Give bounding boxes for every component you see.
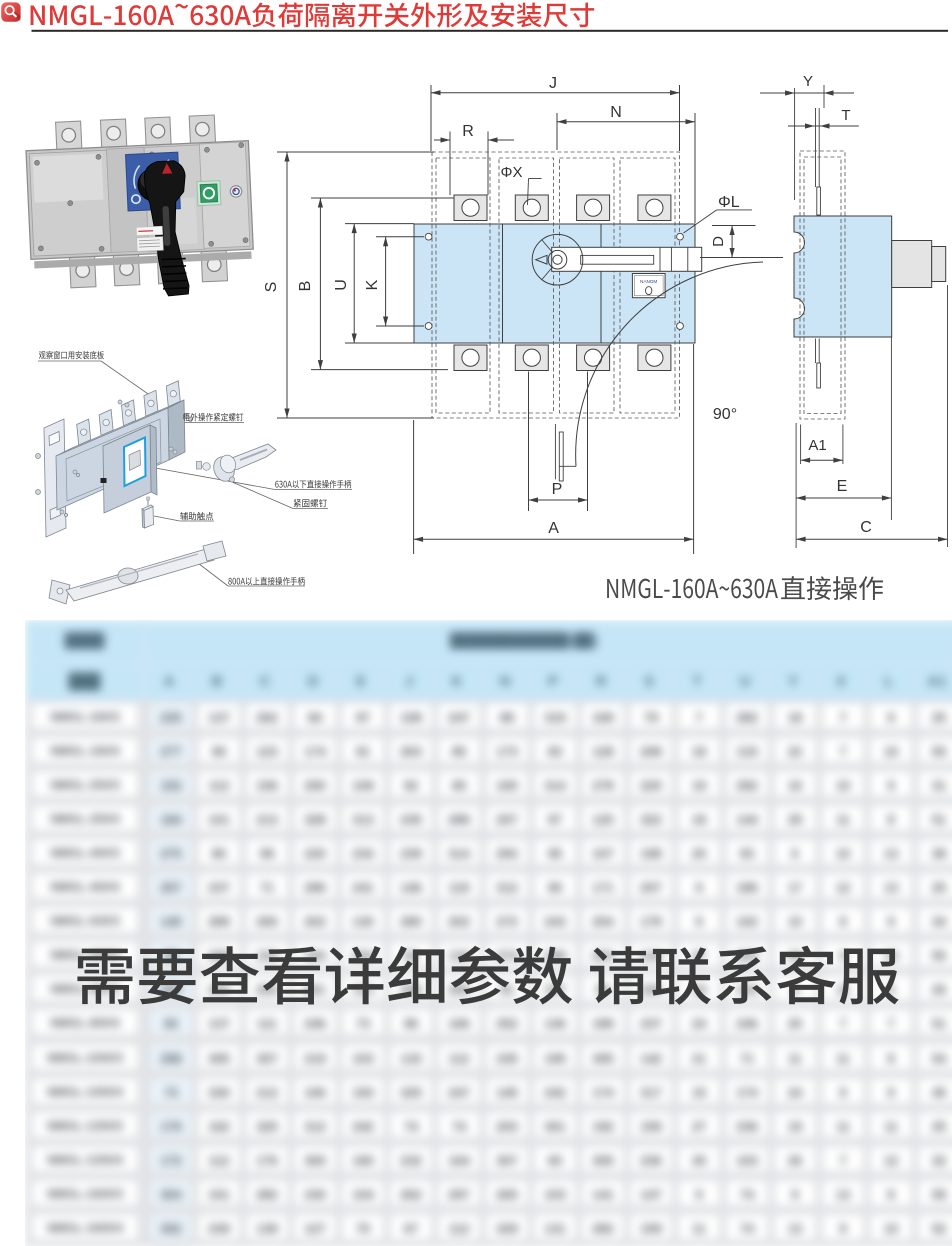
svg-text:T: T: [841, 107, 850, 124]
svg-text:B: B: [297, 281, 314, 292]
svg-text:N: N: [610, 104, 622, 121]
svg-text:R: R: [462, 123, 474, 140]
svg-text:S: S: [263, 282, 280, 293]
svg-text:ΦX: ΦX: [501, 164, 523, 181]
svg-text:ΦL: ΦL: [718, 194, 740, 211]
svg-text:U: U: [333, 279, 350, 291]
svg-text:NANGM: NANGM: [640, 279, 657, 284]
svg-text:90°: 90°: [713, 406, 737, 423]
svg-text:C: C: [860, 519, 872, 536]
svg-text:A1: A1: [808, 437, 826, 454]
svg-text:K: K: [364, 279, 381, 290]
svg-text:P: P: [552, 481, 563, 498]
svg-text:D: D: [710, 236, 727, 247]
svg-text:E: E: [837, 478, 848, 495]
svg-text:Y: Y: [803, 73, 813, 90]
svg-text:J: J: [549, 75, 557, 92]
svg-text:A: A: [548, 520, 559, 537]
